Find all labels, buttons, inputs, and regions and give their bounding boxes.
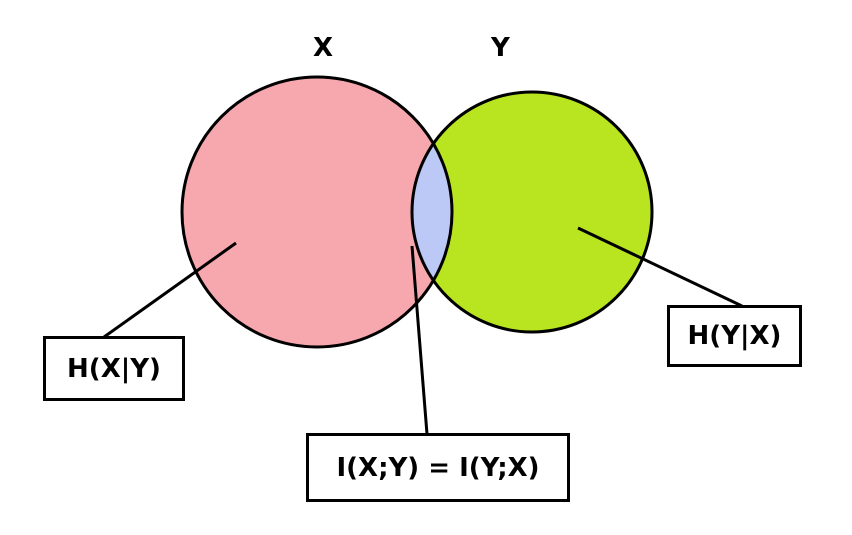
label-y-only: H(Y|X) xyxy=(687,321,782,351)
label-overlap: I(X;Y) = I(Y;X) xyxy=(336,452,540,483)
circle-y xyxy=(412,92,652,332)
label-box-overlap: I(X;Y) = I(Y;X) xyxy=(306,433,570,502)
label-box-y-only: H(Y|X) xyxy=(667,305,802,367)
circle-x xyxy=(182,77,452,347)
circle-x-outline xyxy=(180,75,454,349)
pointer-line-overlap xyxy=(410,245,429,435)
set-y-label: Y xyxy=(491,33,510,63)
pointer-line-y-only xyxy=(577,226,743,308)
label-x-only: H(X|Y) xyxy=(67,353,161,384)
set-x-label: X xyxy=(313,33,334,63)
label-box-x-only: H(X|Y) xyxy=(43,336,185,401)
pointer-line-x-only xyxy=(103,241,237,339)
circle-y-outline xyxy=(410,90,654,334)
